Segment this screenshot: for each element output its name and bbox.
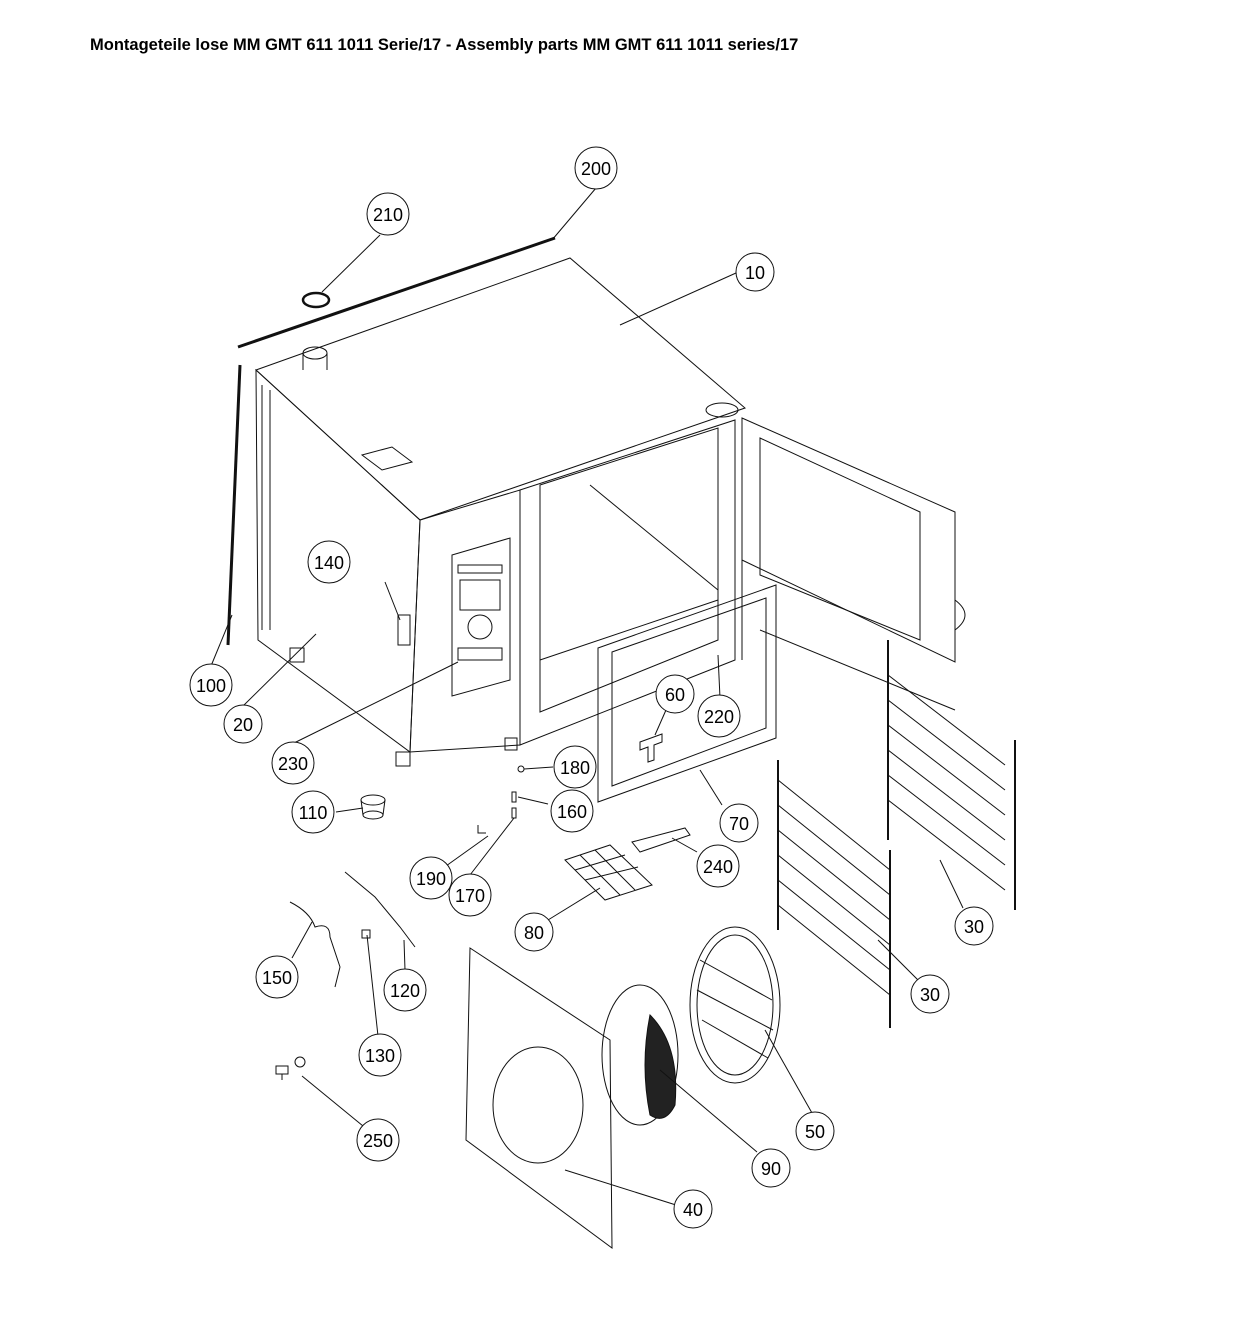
oven-housing xyxy=(255,257,746,767)
callout-100: 100 xyxy=(189,663,233,707)
small-part-190 xyxy=(477,825,486,834)
hanging-rack-right xyxy=(887,640,1016,910)
small-part-160 xyxy=(511,791,517,803)
callout-label: 160 xyxy=(557,802,587,822)
callout-240: 240 xyxy=(696,844,740,888)
callout-label: 230 xyxy=(278,754,308,774)
callout-20: 20 xyxy=(223,704,263,744)
callout-label: 250 xyxy=(363,1131,393,1151)
callout-40: 40 xyxy=(673,1189,713,1229)
callout-190: 190 xyxy=(409,856,453,900)
page-title: Montageteile lose MM GMT 611 1011 Serie/… xyxy=(90,36,799,54)
callout-label: 70 xyxy=(729,814,749,834)
plug-part xyxy=(360,794,386,820)
callout-label: 210 xyxy=(373,205,403,225)
callout-label: 30 xyxy=(964,917,984,937)
leader-lines xyxy=(210,187,964,1206)
hinge-part xyxy=(397,614,411,646)
callout-label: 40 xyxy=(683,1200,703,1220)
callout-label: 80 xyxy=(524,923,544,943)
callout-label: 120 xyxy=(390,981,420,1001)
probe-part xyxy=(631,827,691,853)
callout-250: 250 xyxy=(356,1118,400,1162)
callout-50: 50 xyxy=(795,1111,835,1151)
callout-label: 240 xyxy=(703,857,733,877)
clip-part-130 xyxy=(361,929,371,939)
callout-80: 80 xyxy=(514,912,554,952)
callout-110: 110 xyxy=(291,790,335,834)
callout-label: 180 xyxy=(560,758,590,778)
callout-label: 30 xyxy=(920,985,940,1005)
callout-210: 210 xyxy=(366,192,410,236)
callout-130: 130 xyxy=(358,1033,402,1077)
callout-70: 70 xyxy=(719,803,759,843)
small-part-170 xyxy=(511,807,517,819)
callout-160: 160 xyxy=(550,789,594,833)
door-gasket-frame xyxy=(597,584,777,803)
callout-label: 220 xyxy=(704,707,734,727)
ring-part xyxy=(301,291,331,309)
sealing-strips xyxy=(226,236,556,646)
callout-label: 100 xyxy=(196,676,226,696)
callout-140: 140 xyxy=(307,540,351,584)
callout-label: 170 xyxy=(455,886,485,906)
air-baffle-plate xyxy=(465,947,613,1249)
fan-grille xyxy=(689,926,781,1084)
sensor-cable-150 xyxy=(289,901,341,988)
callout-150: 150 xyxy=(255,955,299,999)
callout-label: 20 xyxy=(233,715,253,735)
callout-30-left: 30 xyxy=(910,974,950,1014)
fan-wheel xyxy=(601,984,679,1126)
callout-label: 190 xyxy=(416,869,446,889)
callout-label: 90 xyxy=(761,1159,781,1179)
callout-180: 180 xyxy=(553,745,597,789)
callout-label: 60 xyxy=(665,685,685,705)
callout-10: 10 xyxy=(735,252,775,292)
callout-170: 170 xyxy=(448,873,492,917)
callout-90: 90 xyxy=(751,1148,791,1188)
callout-label: 150 xyxy=(262,968,292,988)
control-panel xyxy=(451,537,511,697)
grease-filter xyxy=(564,844,653,901)
knob-part xyxy=(639,733,663,763)
callout-230: 230 xyxy=(271,741,315,785)
callout-30-right: 30 xyxy=(954,906,994,946)
callout-label: 10 xyxy=(745,263,765,283)
callout-label: 200 xyxy=(581,159,611,179)
screw-part xyxy=(275,1056,306,1080)
sensor-cable-120 xyxy=(344,871,416,948)
oven-door xyxy=(741,417,966,711)
hanging-rack-left xyxy=(777,760,891,1028)
callout-label: 140 xyxy=(314,553,344,573)
callout-200: 200 xyxy=(574,146,618,190)
callout-label: 50 xyxy=(805,1122,825,1142)
small-part-180 xyxy=(517,765,525,773)
callout-220: 220 xyxy=(697,694,741,738)
callout-60: 60 xyxy=(655,674,695,714)
callout-120: 120 xyxy=(383,968,427,1012)
callout-label: 130 xyxy=(365,1046,395,1066)
callout-label: 110 xyxy=(299,803,328,823)
